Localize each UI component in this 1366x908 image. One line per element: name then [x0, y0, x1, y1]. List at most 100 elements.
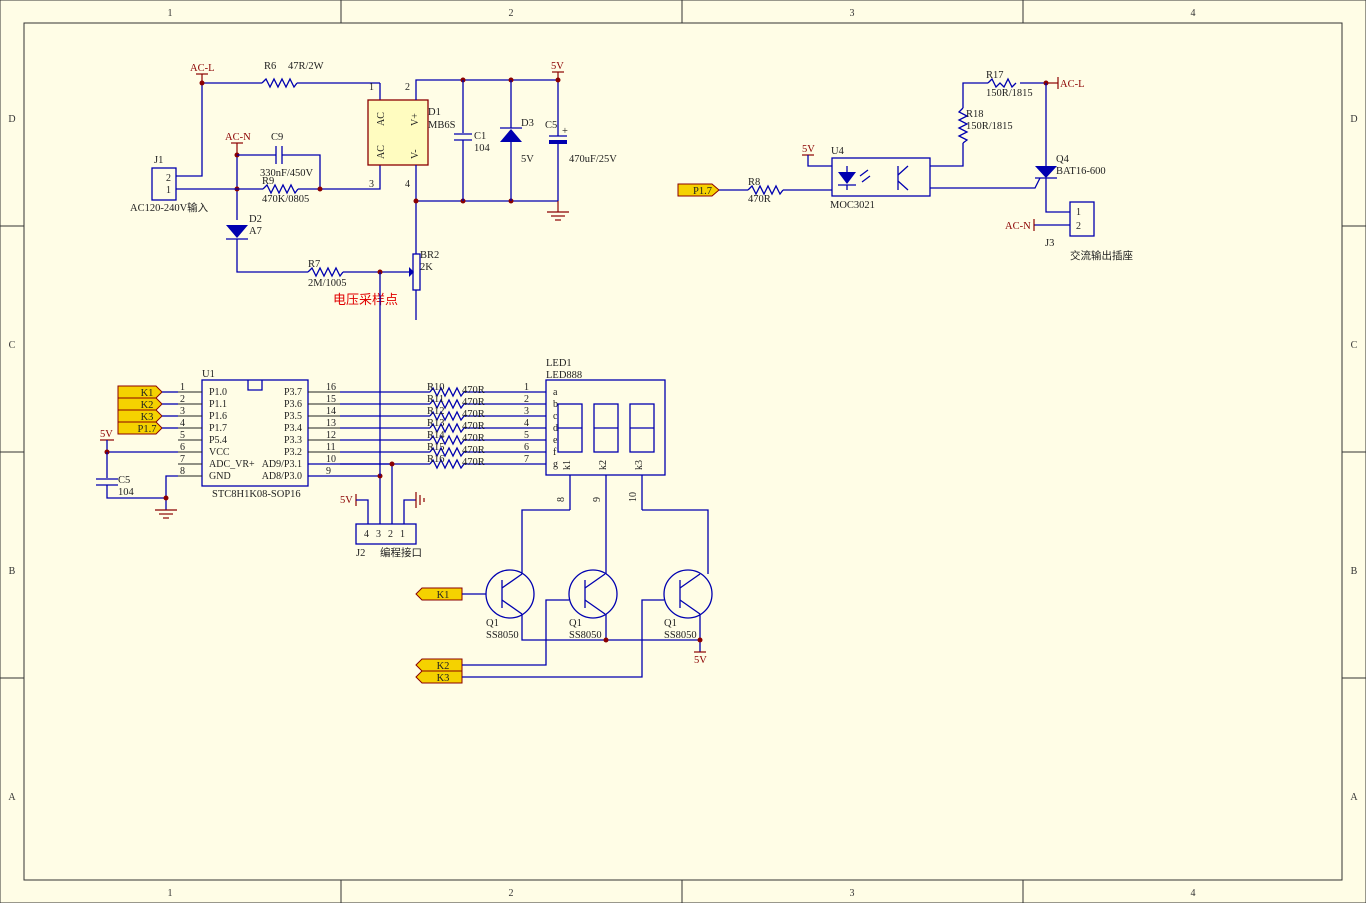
j3-ref: J3 — [1045, 238, 1054, 249]
r18-val: 150R/1815 — [966, 121, 1013, 132]
svg-text:1: 1 — [1076, 207, 1081, 218]
resistor-val: 470R — [462, 433, 485, 444]
u1-mcu — [201, 379, 309, 487]
svg-text:1: 1 — [166, 185, 171, 196]
driver-5v-label: 5V — [694, 655, 707, 666]
led-pin-num: 6 — [524, 442, 529, 453]
j3-desc: 交流输出插座 — [1070, 249, 1133, 262]
mcu-pin-num: 4 — [180, 418, 185, 429]
q4-val: BAT16-600 — [1056, 166, 1106, 177]
q4-triac — [1035, 166, 1057, 178]
driver-input-port-2: K2 — [415, 599, 569, 672]
resistor-val: 470R — [462, 457, 485, 468]
zone-col-1-bottom: 1 — [168, 888, 173, 899]
d1-ref: D1 — [428, 107, 441, 118]
q4-ref: Q4 — [1056, 154, 1070, 165]
c5-val: 470uF/25V — [569, 154, 617, 165]
mcu-c5-val: 104 — [118, 487, 135, 498]
led-seg-name: b — [553, 399, 558, 410]
mcu-pin-name: VCC — [209, 447, 230, 458]
opto-triac-section: P1.7 R8 470R 5V U4 MOC3021 R18 150R/1815… — [677, 70, 1133, 262]
led-pin-num: 1 — [524, 382, 529, 393]
resistor-val: 470R — [462, 421, 485, 432]
mcu-pin-num: 10 — [326, 454, 336, 465]
voltage-sample-note: 电压采样点 — [333, 292, 398, 307]
svg-text:P1.7: P1.7 — [693, 186, 712, 197]
zone-col-1-top: 1 — [168, 8, 173, 19]
led-common-k1: k18 — [556, 460, 573, 510]
mcu-pin-name: P3.3 — [284, 435, 302, 446]
mcu-pin-name: P1.0 — [209, 387, 227, 398]
mcu-pin-num: 15 — [326, 394, 336, 405]
resistor-ref: R10 — [427, 382, 445, 393]
mcu-5v-label: 5V — [100, 429, 113, 440]
u1-ref: U1 — [202, 369, 215, 380]
led-pin-num: 7 — [524, 454, 529, 465]
j3-connector — [1069, 201, 1095, 237]
zone-row-b-right: B — [1351, 566, 1358, 577]
mcu-port-4: P1.7 — [117, 421, 178, 435]
svg-text:4: 4 — [364, 529, 369, 540]
acn-label: AC-N — [225, 132, 251, 143]
u1-part: STC8H1K08-SOP16 — [212, 489, 301, 500]
r8-val: 470R — [748, 194, 771, 205]
r18-resistor — [957, 107, 969, 144]
r9-resistor — [262, 183, 299, 195]
mcu-port-label: K3 — [141, 412, 154, 423]
resistor-ref: R16 — [427, 454, 445, 465]
zone-row-a-right: A — [1350, 792, 1358, 803]
mcu-pin-num: 14 — [326, 406, 336, 417]
led-digit-3 — [629, 403, 655, 453]
r17-resistor — [987, 77, 1017, 89]
mcu-pin-num: 5 — [180, 430, 185, 441]
zone-col-4-bottom: 4 — [1191, 888, 1196, 899]
opto-acl-label: AC-L — [1060, 79, 1085, 90]
r6-resistor — [261, 77, 298, 89]
r7-val: 2M/1005 — [308, 278, 347, 289]
svg-text:4: 4 — [405, 179, 410, 190]
mcu-port-3: K3 — [117, 409, 178, 423]
svg-text:3: 3 — [376, 529, 381, 540]
zone-row-c-left: C — [9, 340, 16, 351]
d3-ref: D3 — [521, 118, 534, 129]
r9-ref: R9 — [262, 176, 274, 187]
u4-ref: U4 — [831, 146, 845, 157]
c9-val: 330nF/450V — [260, 168, 314, 179]
mcu-pin-name: GND — [209, 471, 231, 482]
driver-val: SS8050 — [569, 630, 602, 641]
led-seg-name: g — [553, 459, 558, 470]
mcu-pin-name: P1.6 — [209, 411, 227, 422]
driver-ref: Q1 — [569, 618, 582, 629]
r17-val: 150R/1815 — [986, 88, 1033, 99]
driver-input-label: K2 — [437, 661, 450, 672]
c1-val: 104 — [474, 143, 491, 154]
mcu-port-label: K1 — [141, 388, 154, 399]
r6-val: 47R/2W — [288, 61, 324, 72]
opto-5v-label: 5V — [802, 144, 815, 155]
mcu-pin-num: 6 — [180, 442, 185, 453]
led-seg-name: d — [553, 423, 558, 434]
r17-ref: R17 — [986, 70, 1004, 81]
r8-ref: R8 — [748, 177, 760, 188]
mcu-pin-num: 8 — [180, 466, 185, 477]
